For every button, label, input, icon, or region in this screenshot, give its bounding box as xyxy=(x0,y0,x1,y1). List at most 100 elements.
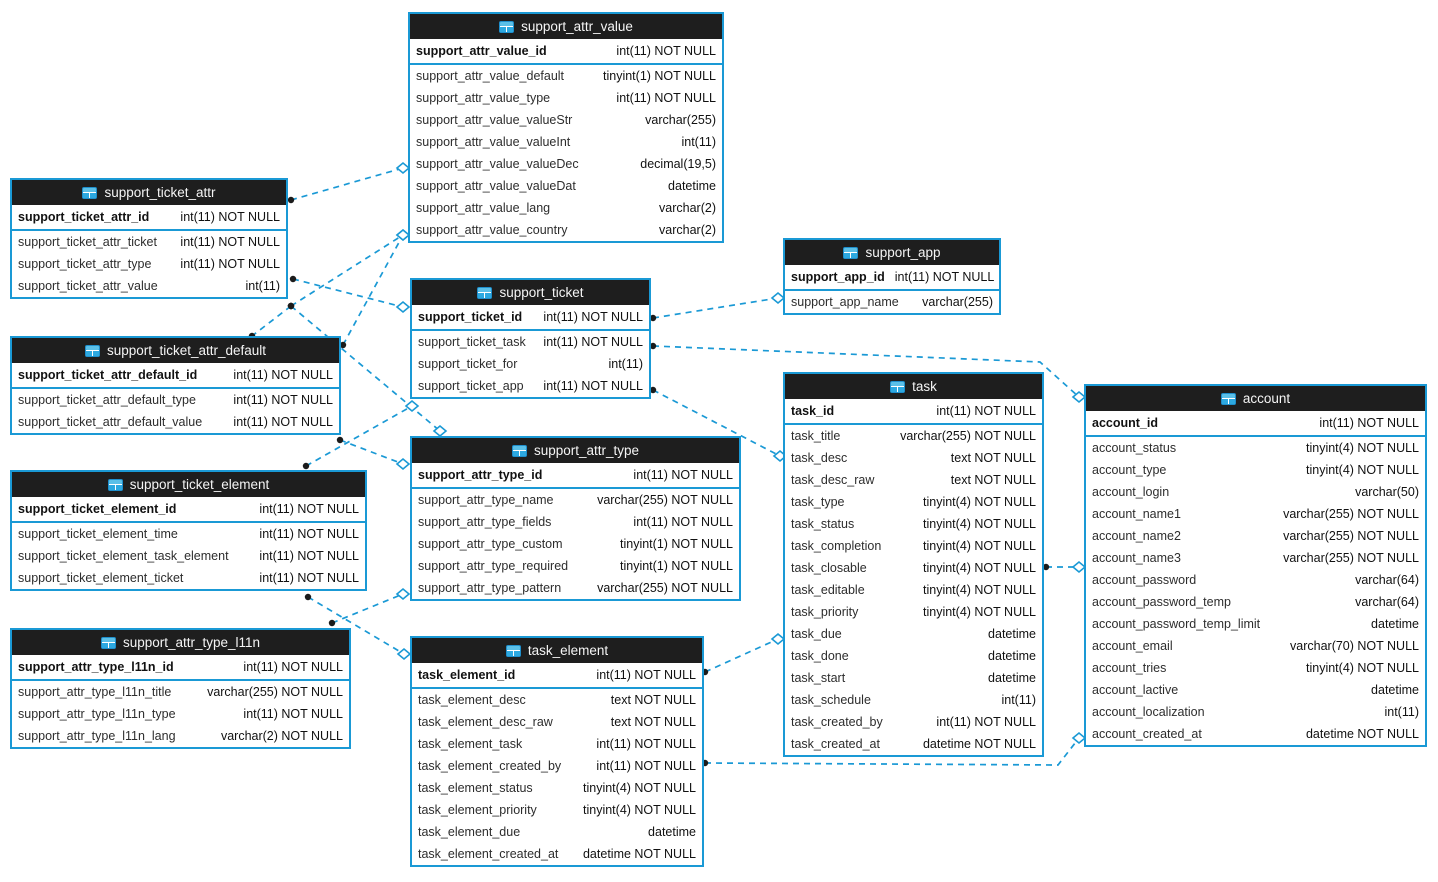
column-type: varchar(2) xyxy=(659,223,716,237)
column-type: int(11) NOT NULL xyxy=(543,335,643,349)
column-name: support_ticket_element_ticket xyxy=(18,571,184,585)
pk-column-name: support_ticket_attr_default_id xyxy=(18,368,198,382)
connection-endpoint-dot xyxy=(1042,563,1050,571)
pk-column-name: support_attr_value_id xyxy=(416,44,547,58)
table-grid-icon xyxy=(477,286,493,299)
column-type: int(11) xyxy=(608,357,643,371)
pk-column-type: int(11) NOT NULL xyxy=(596,668,696,682)
pk-column-name: support_ticket_element_id xyxy=(18,502,177,516)
column-name: account_login xyxy=(1092,485,1170,499)
column-name: account_tries xyxy=(1092,661,1167,675)
table-header-account[interactable]: account xyxy=(1086,386,1425,411)
column-type: int(11) xyxy=(681,135,716,149)
column-name: support_attr_value_valueInt xyxy=(416,135,571,149)
table-title: support_app xyxy=(865,245,941,260)
column-name: support_ticket_attr_value xyxy=(18,279,158,293)
connection-endpoint-dot xyxy=(336,436,344,444)
column-type: int(11) NOT NULL xyxy=(233,415,333,429)
table-header-support_ticket_attr[interactable]: support_ticket_attr xyxy=(12,180,286,205)
column-type: tinyint(4) NOT NULL xyxy=(923,495,1036,509)
column-name: support_ticket_attr_type xyxy=(18,257,152,271)
column-name: support_attr_value_valueDec xyxy=(416,157,579,171)
column-type: int(11) NOT NULL xyxy=(596,737,696,751)
table-header-support_ticket_element[interactable]: support_ticket_element xyxy=(12,472,365,497)
connection-endpoint-dot xyxy=(304,593,312,601)
table-header-task[interactable]: task xyxy=(785,374,1042,399)
column-name: account_password_temp xyxy=(1092,595,1231,609)
table-support_attr_type_l11n[interactable]: support_attr_type_l11n support_attr_type_… xyxy=(10,628,351,749)
column-type: datetime xyxy=(668,179,716,193)
table-title: account xyxy=(1242,391,1291,406)
column-type: varchar(70) NOT NULL xyxy=(1290,639,1419,653)
connection-endpoint-dot xyxy=(649,342,657,350)
pk-column-name: support_app_id xyxy=(791,270,885,284)
connection-endpoint-dot xyxy=(287,196,295,204)
column-type: varchar(255) NOT NULL xyxy=(900,429,1036,443)
table-grid-icon xyxy=(100,636,116,649)
column-name: task_editable xyxy=(791,583,865,597)
column-type: datetime xyxy=(988,649,1036,663)
column-name: support_attr_type_pattern xyxy=(418,581,562,595)
table-grid-icon xyxy=(499,20,515,33)
table-header-support_attr_type[interactable]: support_attr_type xyxy=(412,438,739,463)
table-title: support_ticket_element xyxy=(129,477,270,492)
column-type: int(11) NOT NULL xyxy=(543,379,643,393)
table-grid-icon xyxy=(890,380,906,393)
table-header-support_attr_value[interactable]: support_attr_value xyxy=(410,14,722,39)
pk-column-name: support_ticket_id xyxy=(418,310,523,324)
table-header-task_element[interactable]: task_element xyxy=(412,638,702,663)
column-type: tinyint(4) NOT NULL xyxy=(1306,441,1419,455)
table-support_ticket[interactable]: support_ticket support_ticket_id int(11) N… xyxy=(410,278,651,399)
column-type: varchar(2) NOT NULL xyxy=(220,729,343,743)
table-support_ticket_attr_default[interactable]: support_ticket_attr_default support_ticke… xyxy=(10,336,341,435)
table-header-support_attr_type_l11n[interactable]: support_attr_type_l11n xyxy=(12,630,349,655)
connection-endpoint-diamond xyxy=(432,424,448,438)
table-support_ticket_element[interactable]: support_ticket_element support_ticket_ele… xyxy=(10,470,367,591)
column-type: int(11) NOT NULL xyxy=(259,571,359,585)
column-name: task_done xyxy=(791,649,849,663)
table-header-support_ticket_attr_default[interactable]: support_ticket_attr_default xyxy=(12,338,339,363)
column-type: varchar(64) xyxy=(1355,573,1419,587)
column-name: account_lactive xyxy=(1092,683,1179,697)
table-header-support_app[interactable]: support_app xyxy=(785,240,999,265)
column-name: task_start xyxy=(791,671,846,685)
column-type: varchar(255) NOT NULL xyxy=(1283,507,1419,521)
column-name: task_desc xyxy=(791,451,848,465)
connection-endpoint-dot xyxy=(649,386,657,394)
column-type: tinyint(4) NOT NULL xyxy=(1306,661,1419,675)
column-name: support_attr_type_name xyxy=(418,493,554,507)
pk-column-type: int(11) NOT NULL xyxy=(259,502,359,516)
column-row: support_attr_value_valueInt int(11) xyxy=(410,131,722,153)
column-row: account_tries tinyint(4) NOT NULL xyxy=(1086,657,1425,679)
connection-support_ticket_attr_default-to-support_attr_type xyxy=(336,436,411,471)
table-title: task xyxy=(912,379,937,394)
pk-column-name: task_id xyxy=(791,404,835,418)
table-header-support_ticket[interactable]: support_ticket xyxy=(412,280,649,305)
column-type: int(11) NOT NULL xyxy=(596,759,696,773)
